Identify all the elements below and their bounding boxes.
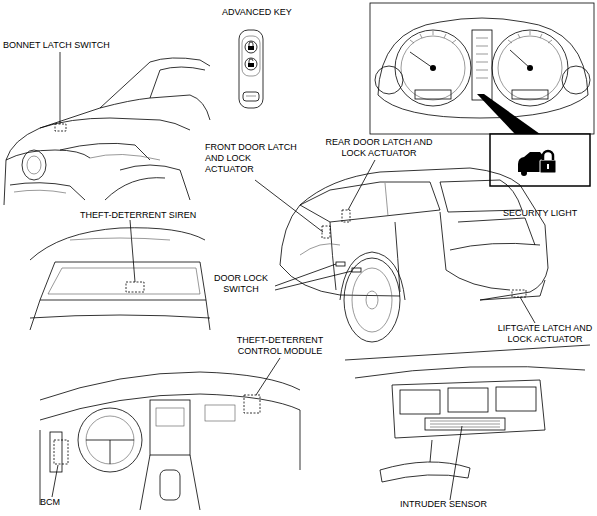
- advanced-key-drawing: [239, 30, 263, 108]
- part-label: BCM: [40, 497, 60, 508]
- part-label: INTRUDER SENSOR: [400, 499, 487, 510]
- part-label: BONNET LATCH SWITCH: [3, 40, 110, 51]
- part-label: THEFT-DETERRENT CONTROL MODULE: [230, 335, 330, 357]
- liftgate-siren-drawing: [30, 220, 210, 330]
- part-label: DOOR LOCK SWITCH: [208, 273, 274, 295]
- rear-car-drawing: [255, 160, 548, 342]
- part-label: REAR DOOR LATCH AND LOCK ACTUATOR: [318, 137, 440, 159]
- part-label: SECURITY LIGHT: [503, 208, 577, 219]
- dashboard-drawing: [40, 358, 300, 510]
- overhead-console-drawing: [345, 345, 590, 500]
- part-label: THEFT-DETERRENT SIREN: [80, 210, 196, 221]
- part-label: FRONT DOOR LATCH AND LOCK ACTUATOR: [205, 142, 297, 175]
- instrument-cluster-drawing: [370, 3, 594, 134]
- part-label: LIFTGATE LATCH AND LOCK ACTUATOR: [492, 323, 597, 345]
- part-label: ADVANCED KEY: [222, 7, 292, 18]
- front-car-drawing: [4, 52, 210, 205]
